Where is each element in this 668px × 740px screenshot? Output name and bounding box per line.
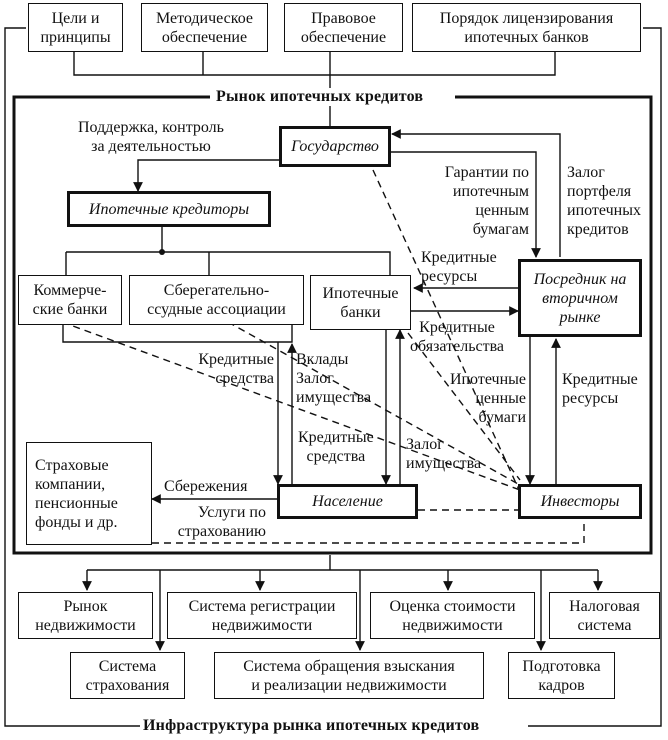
infra-frame bbox=[4, 27, 662, 727]
node-mortgage-banks-label: Ипотечные банки bbox=[322, 284, 399, 321]
box-legal: Правовое обеспечение bbox=[284, 3, 403, 52]
box-goals: Цели и принципы bbox=[28, 3, 123, 52]
node-population: Население bbox=[277, 484, 418, 519]
box-legal-label: Правовое обеспечение bbox=[300, 9, 387, 46]
node-savings-assoc-label: Сберегательно- ссудные ассоциации bbox=[147, 282, 286, 318]
lenders-bottom-bus bbox=[62, 322, 293, 343]
infra-foreclosure: Система обращения взыскания и реализации… bbox=[214, 652, 484, 699]
label-pledge-property: Залог имущества bbox=[406, 436, 482, 472]
lenders-bus bbox=[65, 251, 391, 275]
box-methodical-label: Методическое обеспечение bbox=[155, 9, 254, 46]
label-insurance-services: Услуги по страхованию bbox=[177, 504, 266, 540]
edge-state-to-intermediary bbox=[389, 151, 541, 258]
infra-insurance-system-label: Система страхования bbox=[85, 657, 170, 694]
node-state: Государство bbox=[279, 126, 391, 167]
infra-valuation: Оценка стоимости недвижимости bbox=[370, 592, 535, 639]
dashed-insurance-to-investors bbox=[152, 517, 585, 544]
node-commercial-banks: Коммерче- ские банки bbox=[18, 275, 122, 325]
box-licensing-label: Порядок лицензирования ипотечных банков bbox=[439, 9, 614, 46]
node-creditors-label: Ипотечные кредиторы bbox=[88, 200, 250, 218]
node-mortgage-banks: Ипотечные банки bbox=[310, 275, 411, 330]
node-savings-assoc: Сберегательно- ссудные ассоциации bbox=[129, 275, 304, 325]
infra-tax-label: Налоговая система bbox=[569, 597, 640, 634]
dashed-state-to-investors bbox=[372, 169, 521, 493]
label-deposits-pledge: Вклады Залог имущества bbox=[296, 351, 372, 406]
edge-intermediary-to-state bbox=[391, 129, 561, 257]
label-credit-resources-top: Кредитные ресурсы bbox=[421, 249, 497, 285]
dashed-savings-to-investors bbox=[227, 321, 521, 486]
dashed-commercial-to-investors bbox=[61, 321, 521, 491]
node-insurance-label: Страховые компании, пенсионные фонды и д… bbox=[35, 456, 118, 531]
label-credit-obligations: Кредитные обязательства bbox=[410, 319, 505, 355]
infra-real-estate-market-label: Рынок недвижимости bbox=[35, 597, 136, 634]
label-credit-resources-right: Кредитные ресурсы bbox=[562, 371, 638, 407]
node-investors: Инвесторы bbox=[518, 484, 642, 519]
label-credit-funds-mid: Кредитные средства bbox=[298, 429, 374, 465]
infra-tax: Налоговая система bbox=[549, 592, 660, 639]
market-title: Рынок ипотечных кредитов bbox=[213, 88, 427, 106]
top-bus-line bbox=[73, 52, 556, 76]
node-commercial-banks-label: Коммерче- ские банки bbox=[32, 282, 108, 318]
market-frame bbox=[12, 95, 653, 555]
box-methodical: Методическое обеспечение bbox=[141, 3, 268, 52]
infra-insurance-system: Система страхования bbox=[70, 652, 185, 699]
infra-training-label: Подготовка кадров bbox=[522, 657, 601, 694]
label-guarantees: Гарантии по ипотечным ценным бумагам bbox=[444, 164, 529, 238]
label-credit-funds-left: Кредитные средства bbox=[198, 351, 274, 387]
node-insurance: Страховые компании, пенсионные фонды и д… bbox=[26, 442, 152, 545]
infra-registration-label: Система регистрации недвижимости bbox=[188, 597, 336, 634]
infra-valuation-label: Оценка стоимости недвижимости bbox=[389, 597, 516, 634]
label-mortgage-securities: Ипотечные ценные бумаги bbox=[449, 371, 526, 426]
infra-real-estate-market: Рынок недвижимости bbox=[18, 592, 153, 639]
label-support-control: Поддержка, контроль за деятельностью bbox=[78, 119, 224, 155]
node-investors-label: Инвесторы bbox=[540, 493, 620, 510]
dashed-banks-to-investors bbox=[407, 332, 521, 481]
infra-title: Инфраструктура рынка ипотечных кредитов bbox=[140, 717, 483, 735]
node-population-label: Население bbox=[312, 493, 383, 510]
infra-foreclosure-label: Система обращения взыскания и реализации… bbox=[243, 657, 455, 694]
junction-dot bbox=[159, 249, 165, 255]
edge-state-to-creditors bbox=[133, 159, 279, 192]
box-licensing: Порядок лицензирования ипотечных банков bbox=[412, 3, 641, 52]
infra-registration: Система регистрации недвижимости bbox=[167, 592, 357, 639]
box-goals-label: Цели и принципы bbox=[40, 9, 111, 46]
infra-training: Подготовка кадров bbox=[508, 652, 615, 699]
label-savings: Сбережения bbox=[164, 478, 248, 495]
node-creditors: Ипотечные кредиторы bbox=[67, 191, 271, 227]
label-pledge-portfolio: Залог портфеля ипотечных кредитов bbox=[567, 164, 641, 238]
node-intermediary-label: Посредник на вторичном рынке bbox=[533, 270, 627, 326]
node-intermediary: Посредник на вторичном рынке bbox=[518, 259, 642, 337]
node-state-label: Государство bbox=[291, 138, 379, 155]
